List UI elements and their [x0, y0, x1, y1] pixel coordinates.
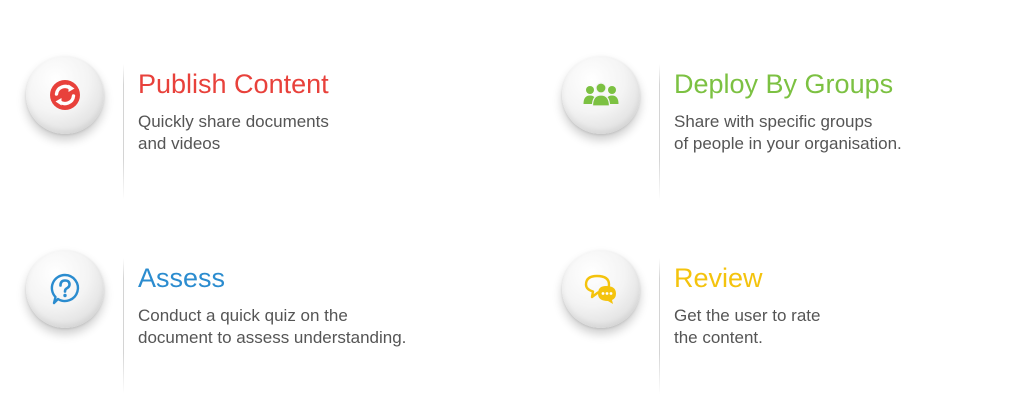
sync-arrows-icon	[50, 80, 80, 110]
feature-title: Review	[674, 263, 763, 293]
publish-icon-badge	[26, 56, 104, 134]
feature-description: Quickly share documents and videos	[138, 112, 329, 153]
feature-title: Deploy By Groups	[674, 69, 894, 99]
deploy-icon-badge	[562, 56, 640, 134]
feature-assess: Assess Conduct a quick quiz on the docum…	[26, 250, 466, 394]
feature-title: Assess	[138, 263, 226, 293]
feature-description: Conduct a quick quiz on the document to …	[138, 306, 407, 347]
feature-divider	[123, 64, 124, 200]
feature-title: Publish Content	[138, 69, 329, 99]
assess-icon-badge	[26, 250, 104, 328]
user-group-icon	[583, 82, 619, 107]
feature-description: Share with specific groups of people in …	[674, 112, 902, 153]
feature-review: Review Get the user to rate the content.	[562, 250, 1002, 394]
feature-divider	[123, 258, 124, 394]
feature-divider	[659, 258, 660, 394]
feature-description: Get the user to rate the content.	[674, 306, 821, 347]
review-icon-badge	[562, 250, 640, 328]
chat-bubbles-icon	[584, 274, 616, 304]
feature-publish-content: Publish Content Quickly share documents …	[26, 56, 466, 200]
question-bubble-icon	[50, 273, 80, 305]
feature-divider	[659, 64, 660, 200]
feature-deploy-by-groups: Deploy By Groups Share with specific gro…	[562, 56, 1002, 200]
